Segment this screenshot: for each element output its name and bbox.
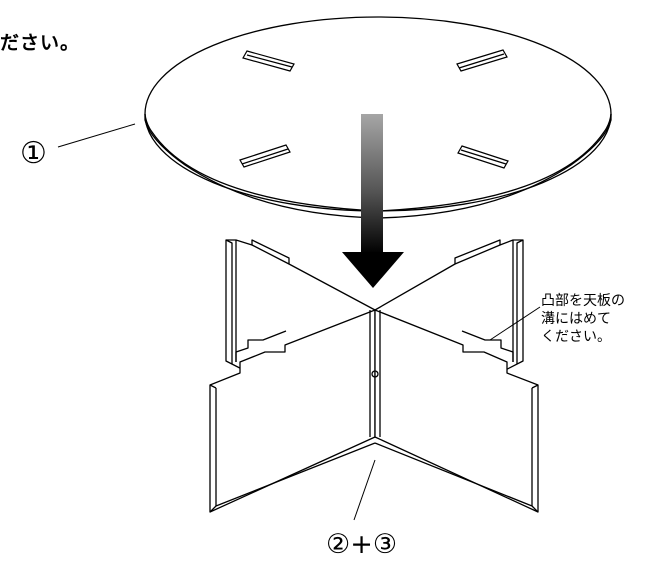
groove-top-right	[456, 49, 508, 72]
note-line-2: 溝にはめて	[541, 311, 611, 327]
leader-parts23	[353, 459, 376, 521]
leader-lines	[57, 123, 541, 521]
groove-bottom-left	[239, 144, 291, 168]
note-line-1: 凸部を天板の	[541, 293, 625, 309]
panel-front-left	[209, 309, 376, 513]
groove-bottom-right	[457, 145, 509, 169]
panel-front-right	[374, 309, 539, 513]
instruction-heading: ださい。	[0, 32, 81, 54]
leader-note	[489, 306, 541, 341]
part-1-label: ①	[20, 136, 47, 171]
leader-part1	[57, 123, 136, 148]
down-arrow	[342, 114, 404, 288]
assembly-note: 凸部を天板の 溝にはめて ください。	[541, 292, 659, 346]
parts-2-3-label: ②+③	[326, 529, 398, 560]
note-line-3: ください。	[541, 329, 611, 345]
tabletop-grooves	[239, 49, 509, 169]
cross-base	[209, 239, 539, 513]
groove-top-left	[242, 50, 295, 72]
